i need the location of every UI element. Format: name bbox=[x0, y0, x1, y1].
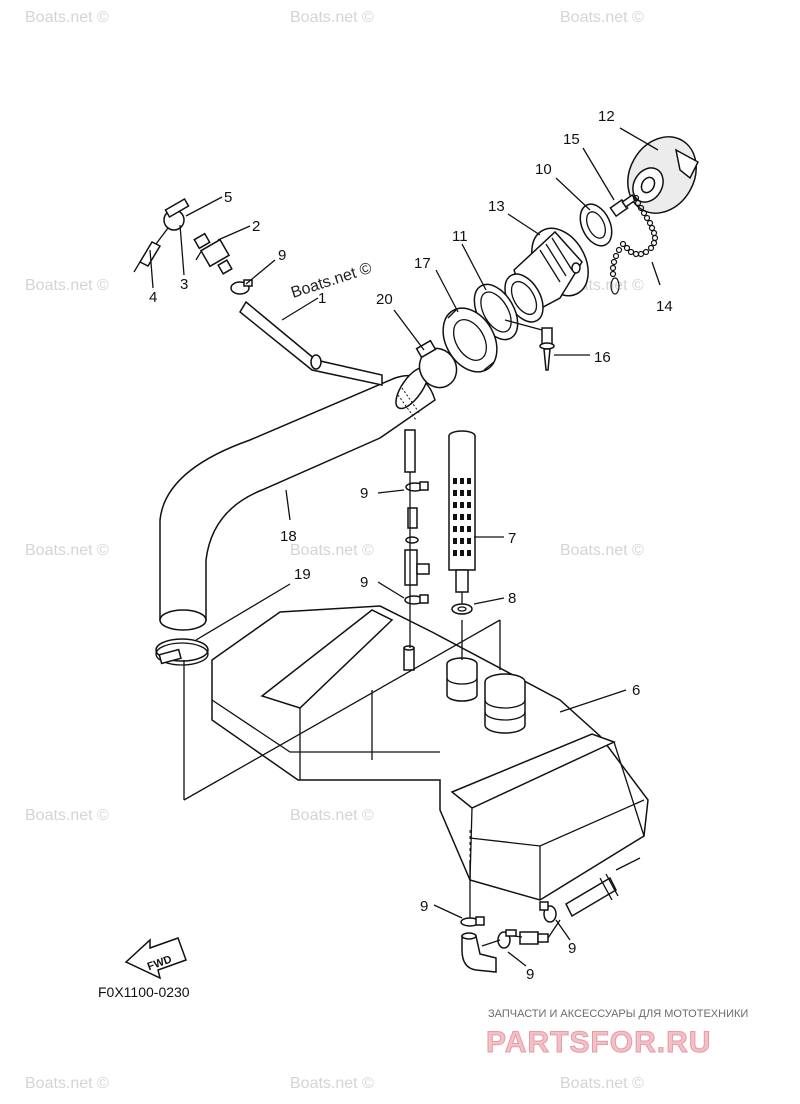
callout-19: 19 bbox=[294, 566, 311, 583]
fuel-tank bbox=[211, 605, 649, 901]
check-valve bbox=[193, 232, 233, 275]
callout-9: 9 bbox=[420, 898, 428, 915]
assembly-guide-lines bbox=[183, 249, 561, 947]
cap-bolt bbox=[609, 194, 637, 218]
cap-chain bbox=[609, 194, 659, 295]
callout-2: 2 bbox=[252, 218, 260, 235]
callout-numbers: 1 2 3 4 5 6 7 8 9 9 9 9 9 9 10 11 12 13 … bbox=[149, 108, 673, 983]
watermark: Boats.net © bbox=[25, 1075, 109, 1092]
outlet-clamp bbox=[460, 916, 485, 927]
joint-clamp bbox=[539, 901, 557, 923]
callout-6: 6 bbox=[632, 682, 640, 699]
callout-18: 18 bbox=[280, 528, 297, 545]
filler-hose bbox=[159, 366, 436, 631]
watermark: Boats.net © bbox=[560, 542, 644, 559]
joint-clamp bbox=[497, 929, 517, 949]
hose-clamp bbox=[155, 638, 209, 666]
cap-gasket bbox=[579, 203, 613, 247]
joint-nipple bbox=[519, 931, 549, 945]
watermark: Boats.net © bbox=[25, 277, 109, 294]
watermark: Boats.net © bbox=[25, 807, 109, 824]
callout-16: 16 bbox=[594, 349, 611, 366]
fwd-arrow-icon: FWD bbox=[124, 937, 187, 980]
callout-9: 9 bbox=[360, 485, 368, 502]
watermark: Boats.net © bbox=[25, 9, 109, 26]
tank-vent-nipple bbox=[403, 645, 415, 671]
footer-tagline: ЗАПЧАСТИ И АКСЕССУАРЫ ДЛЯ МОТОТЕХНИКИ bbox=[488, 1008, 748, 1020]
watermark: Boats.net © bbox=[290, 807, 374, 824]
drawing-code: F0X1100-0230 bbox=[98, 984, 190, 1000]
outlet-elbow bbox=[461, 932, 497, 973]
breather-tube bbox=[404, 429, 416, 473]
callout-11: 11 bbox=[452, 228, 468, 245]
watermark: Boats.net © bbox=[560, 9, 644, 26]
filler-cap bbox=[627, 136, 699, 214]
callout-15: 15 bbox=[563, 131, 580, 148]
drain-screw bbox=[539, 327, 555, 371]
washer bbox=[451, 603, 473, 615]
hose-clamp-small bbox=[405, 481, 429, 492]
callout-9: 9 bbox=[526, 966, 534, 983]
footer-brand-logo: PARTSFOR.RU bbox=[486, 1026, 711, 1059]
callout-3: 3 bbox=[180, 276, 188, 293]
callout-17: 17 bbox=[414, 255, 431, 272]
callout-9: 9 bbox=[278, 247, 286, 264]
watermark: Boats.net © bbox=[25, 542, 109, 559]
callout-7: 7 bbox=[508, 530, 516, 547]
callout-5: 5 bbox=[224, 189, 232, 206]
callout-8: 8 bbox=[508, 590, 516, 607]
callout-1: 1 bbox=[318, 290, 326, 307]
vent-holder bbox=[163, 198, 190, 231]
filler-neck bbox=[504, 227, 589, 323]
hose-clamp-small bbox=[404, 594, 429, 605]
callout-10: 10 bbox=[535, 161, 552, 178]
callout-13: 13 bbox=[488, 198, 505, 215]
tank-outlet-fitting bbox=[446, 657, 478, 702]
tee-fitting bbox=[404, 536, 430, 586]
fuel-line-hose bbox=[565, 857, 641, 918]
watermark: Boats.net © bbox=[290, 1075, 374, 1092]
tank-fill-neck bbox=[484, 673, 526, 734]
vent-hose bbox=[239, 300, 383, 386]
callout-9: 9 bbox=[360, 574, 368, 591]
watermark: Boats.net © bbox=[560, 1075, 644, 1092]
callout-12: 12 bbox=[598, 108, 615, 125]
watermark: Boats.net © bbox=[290, 9, 374, 26]
callout-14: 14 bbox=[656, 298, 673, 315]
watermark-dark: Boats.net © bbox=[289, 260, 374, 302]
callout-9: 9 bbox=[568, 940, 576, 957]
fuel-strainer bbox=[448, 430, 476, 593]
watermark: Boats.net © bbox=[290, 542, 374, 559]
callout-4: 4 bbox=[149, 289, 157, 306]
fitting-nipple bbox=[407, 507, 418, 529]
callout-leaders bbox=[149, 127, 661, 967]
neck-nut bbox=[442, 307, 498, 373]
callout-20: 20 bbox=[376, 291, 393, 308]
filler-clamp bbox=[415, 339, 458, 389]
